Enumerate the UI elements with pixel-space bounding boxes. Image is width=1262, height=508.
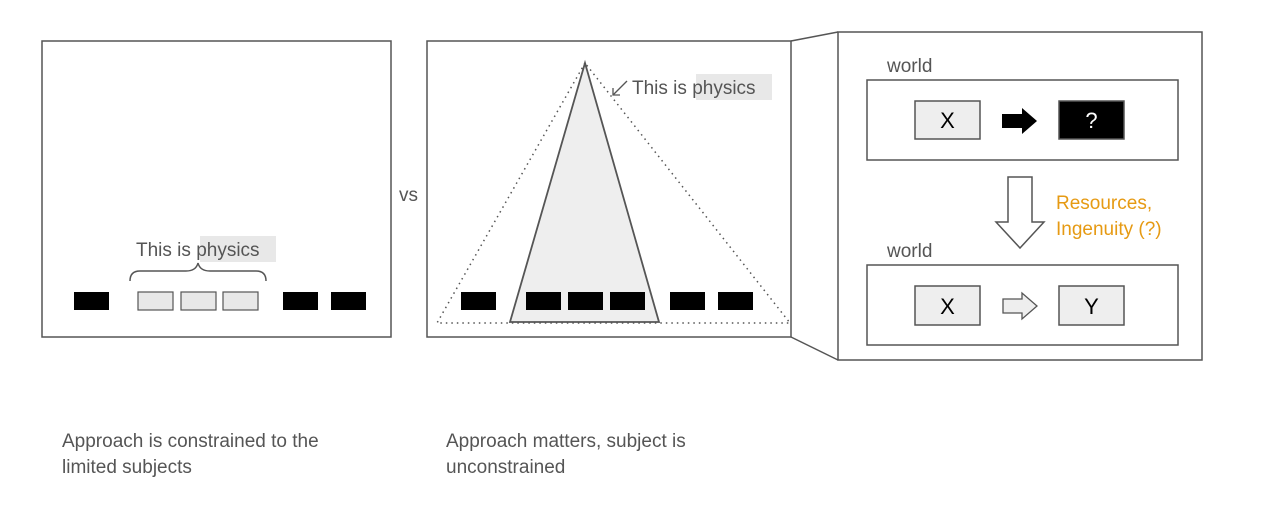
subject-block [670, 292, 705, 310]
unknown-output-box [1058, 100, 1125, 140]
resources-label: Resources, [1056, 193, 1152, 214]
subject-block [610, 292, 645, 310]
left-physics-highlight [200, 236, 276, 262]
physics-triangle [508, 59, 661, 323]
unknown-output-label: ? [1085, 108, 1097, 133]
grey-arrow-icon [1002, 291, 1038, 321]
subject-block [568, 292, 603, 310]
subject-block [74, 292, 109, 310]
physics-subject-block [222, 291, 259, 311]
left-caption-line1: Approach is constrained to the [62, 431, 319, 452]
subject-block [718, 292, 753, 310]
top-input-box [914, 100, 981, 140]
down-arrow-icon [994, 176, 1046, 250]
bottom-input-box [914, 285, 981, 326]
vs-label: vs [399, 185, 418, 206]
left-caption-line2: limited subjects [62, 457, 192, 478]
subject-block [461, 292, 496, 310]
left-physics-label: This is physics [136, 240, 260, 261]
bottom-world-label: world [886, 241, 932, 262]
pointer-arrow-line [612, 80, 628, 96]
zoom-connector-top [790, 31, 839, 42]
bottom-input-label: X [940, 294, 955, 319]
subject-block [526, 292, 561, 310]
dotted-approach-triangle [435, 61, 792, 324]
pointer-arrow-head [612, 88, 620, 96]
left-curly-brace [129, 262, 267, 282]
right-panel: world X ? Resources, Ingenuity (?) world… [837, 31, 1203, 361]
subject-block [331, 292, 366, 310]
left-panel: This is physics [41, 40, 392, 338]
result-output-label: Y [1084, 294, 1099, 319]
top-input-label: X [940, 108, 955, 133]
top-world-label: world [886, 56, 932, 77]
black-arrow-icon [1002, 108, 1037, 134]
ingenuity-label: Ingenuity (?) [1056, 219, 1162, 240]
middle-caption-line1: Approach matters, subject is [446, 431, 686, 452]
result-output-box [1058, 285, 1125, 326]
middle-panel: This is physics [426, 40, 792, 338]
subject-block [283, 292, 318, 310]
middle-caption-line2: unconstrained [446, 457, 566, 478]
middle-caption: Approach matters, subject is unconstrain… [446, 429, 686, 481]
left-panel-frame [41, 40, 392, 338]
zoom-connector-bottom [790, 336, 839, 361]
physics-subject-block [180, 291, 217, 311]
left-caption: Approach is constrained to the limited s… [62, 429, 319, 481]
middle-physics-label: This is physics [632, 78, 756, 99]
physics-subject-block [137, 291, 174, 311]
middle-physics-highlight [696, 74, 772, 100]
